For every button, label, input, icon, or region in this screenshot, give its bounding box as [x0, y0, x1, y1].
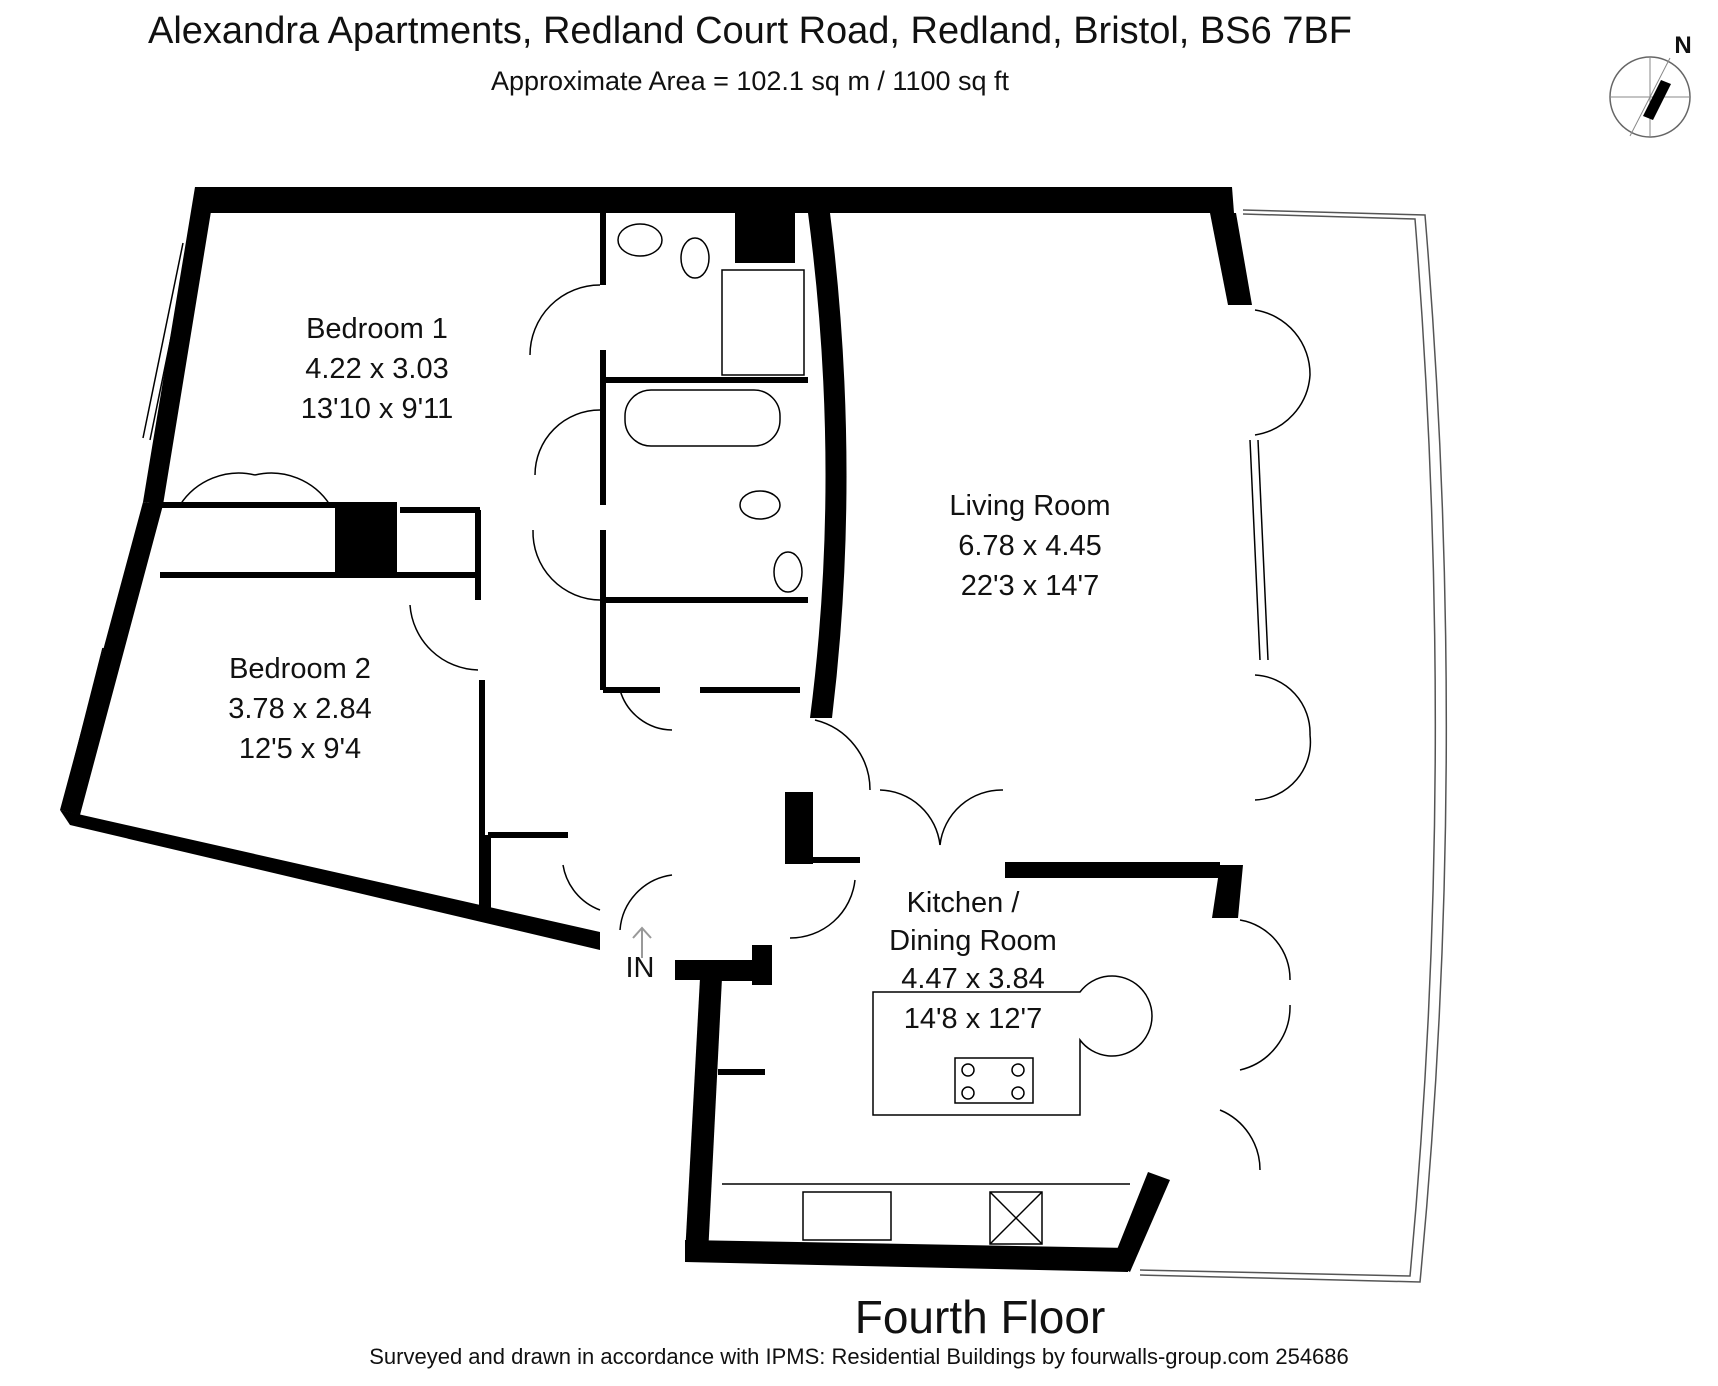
- svg-text:6.78 x 4.45: 6.78 x 4.45: [958, 530, 1102, 562]
- svg-text:4.22 x 3.03: 4.22 x 3.03: [305, 353, 449, 385]
- svg-text:Living Room: Living Room: [949, 490, 1110, 522]
- toilet-icon: [680, 237, 710, 279]
- room-label-bedroom-2: Bedroom 2 3.78 x 2.84 12'5 x 9'4: [228, 653, 372, 765]
- floor-label: Fourth Floor: [854, 1291, 1106, 1343]
- walls: [60, 187, 1252, 1272]
- windows: [74, 242, 1269, 761]
- svg-text:14'8 x 12'7: 14'8 x 12'7: [904, 1003, 1042, 1035]
- kitchen-island: [872, 975, 1153, 1116]
- entrance-arrow-icon: [632, 926, 652, 958]
- fixtures: [617, 223, 1153, 1245]
- interior-walls: [150, 213, 860, 1075]
- svg-text:Bedroom 1: Bedroom 1: [306, 313, 448, 345]
- door-swings: [179, 284, 1312, 1171]
- room-label-living-room: Living Room 6.78 x 4.45 22'3 x 14'7: [949, 490, 1110, 602]
- svg-text:13'10 x 9'11: 13'10 x 9'11: [301, 393, 453, 425]
- entrance-marker: IN: [626, 926, 655, 984]
- svg-text:Bedroom 2: Bedroom 2: [229, 653, 371, 685]
- sink-icon: [802, 1191, 892, 1241]
- bathtub-icon: [624, 389, 781, 447]
- entrance-label: IN: [626, 952, 655, 984]
- room-label-bedroom-1: Bedroom 1 4.22 x 3.03 13'10 x 9'11: [301, 313, 453, 425]
- north-compass-icon: N: [1609, 32, 1692, 138]
- north-label: N: [1674, 32, 1691, 59]
- page-title: Alexandra Apartments, Redland Court Road…: [148, 10, 1352, 52]
- svg-text:Kitchen /: Kitchen /: [907, 887, 1021, 919]
- footer-credit: Surveyed and drawn in accordance with IP…: [369, 1344, 1349, 1369]
- svg-text:Dining Room: Dining Room: [889, 925, 1057, 957]
- svg-text:3.78 x 2.84: 3.78 x 2.84: [228, 693, 372, 725]
- svg-text:22'3 x 14'7: 22'3 x 14'7: [961, 570, 1099, 602]
- balcony-outline: [1139, 209, 1448, 1283]
- svg-text:4.47 x 3.84: 4.47 x 3.84: [901, 963, 1045, 995]
- basin-icon: [617, 223, 663, 257]
- toilet-icon: [739, 490, 781, 520]
- svg-text:12'5 x 9'4: 12'5 x 9'4: [239, 733, 361, 765]
- area-subtitle: Approximate Area = 102.1 sq m / 1100 sq …: [490, 66, 1010, 96]
- hob-icon: [954, 1057, 1034, 1104]
- shower-icon: [721, 269, 805, 376]
- room-label-kitchen-dining: Kitchen / Dining Room 4.47 x 3.84 14'8 x…: [889, 887, 1057, 1035]
- basin-icon: [773, 551, 803, 593]
